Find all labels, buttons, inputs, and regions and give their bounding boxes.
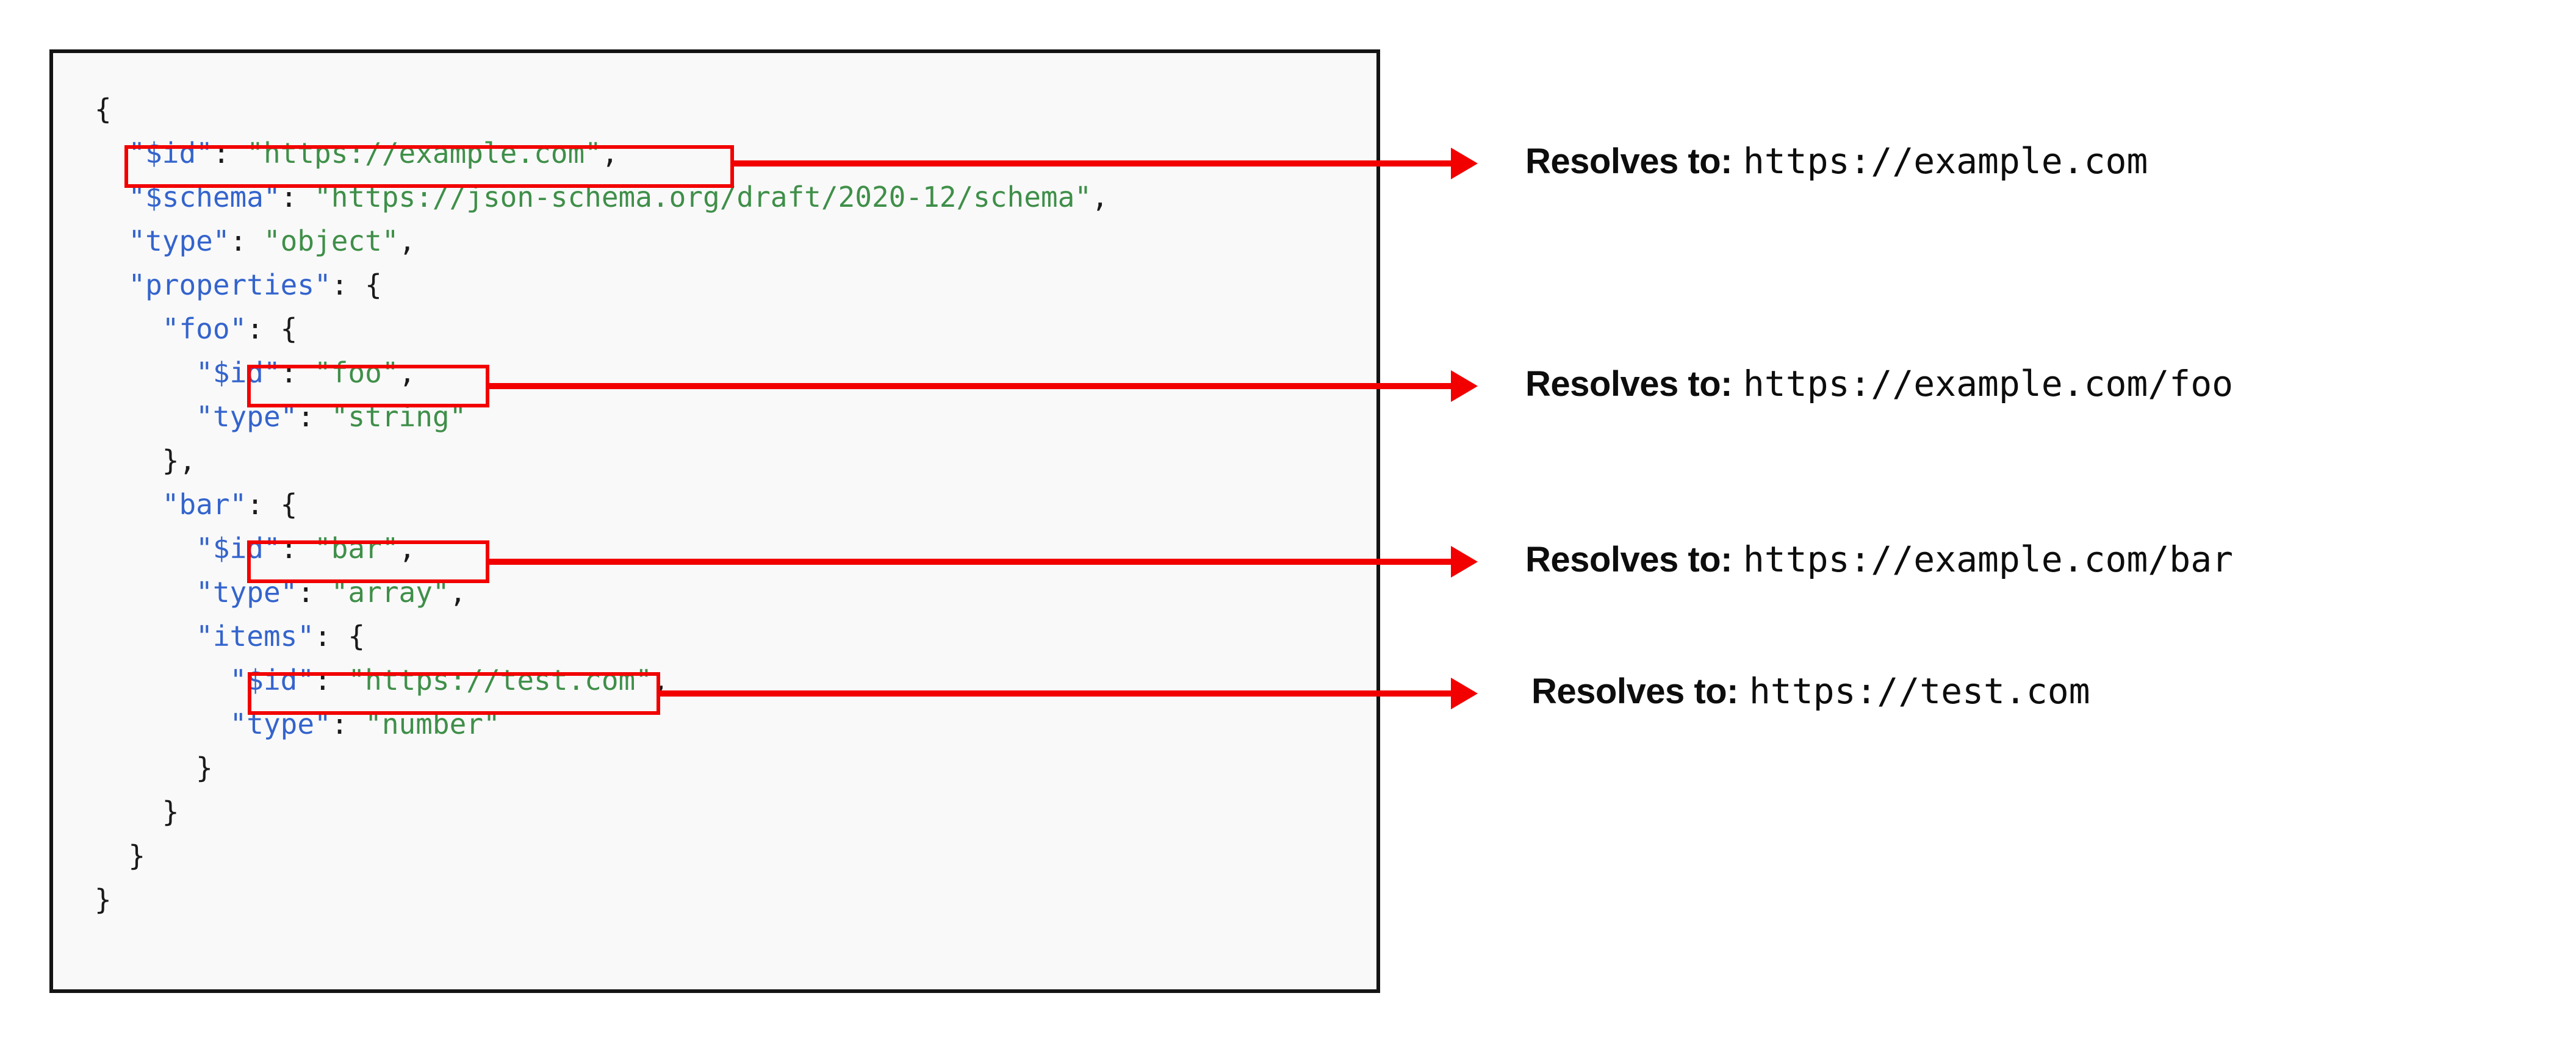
code-token: ,	[601, 137, 619, 170]
code-token: "object"	[263, 224, 399, 257]
code-line: "$id": "bar",	[95, 526, 1109, 570]
code-token: }	[128, 839, 146, 872]
code-token: },	[162, 444, 196, 477]
arrowhead-foo-id	[1451, 370, 1478, 402]
code-line: "type": "object",	[95, 219, 1109, 263]
code-token: "$id"	[196, 532, 281, 565]
code-token: "properties"	[128, 268, 331, 301]
code-line: "type": "string"	[95, 395, 1109, 439]
code-token: : {	[331, 268, 382, 301]
json-code-block: { "$id": "https://example.com", "$schema…	[95, 87, 1109, 922]
arrowhead-bar-id	[1451, 546, 1478, 578]
code-token: "https://example.com"	[246, 137, 602, 170]
code-token: "items"	[196, 620, 315, 653]
resolved-uri-value: https://example.com/bar	[1743, 539, 2234, 580]
code-token: ,	[1091, 181, 1109, 213]
code-token: {	[95, 93, 112, 126]
code-token: "type"	[196, 576, 298, 609]
resolution-row-3: Resolves to: https://example.com/bar	[1525, 539, 2233, 580]
code-token: ,	[449, 576, 467, 609]
resolution-row-1: Resolves to: https://example.com	[1525, 140, 2148, 182]
code-line: "type": "array",	[95, 570, 1109, 614]
code-token: "string"	[331, 400, 467, 433]
code-token: :	[280, 181, 315, 213]
code-line: "properties": {	[95, 263, 1109, 307]
code-line: "$schema": "https://json-schema.org/draf…	[95, 175, 1109, 219]
code-line: "$id": "foo",	[95, 351, 1109, 395]
code-token: "$schema"	[128, 181, 281, 213]
code-token: "type"	[229, 708, 331, 740]
code-token: :	[331, 708, 365, 740]
code-token: "$id"	[128, 137, 213, 170]
code-line: }	[95, 878, 1109, 922]
code-token: }	[162, 795, 179, 828]
resolves-to-label: Resolves to:	[1525, 142, 1732, 181]
connector-bar-id	[489, 559, 1451, 565]
resolution-row-2: Resolves to: https://example.com/foo	[1525, 363, 2233, 404]
connector-foo-id	[489, 383, 1451, 389]
code-line: "type": "number"	[95, 702, 1109, 746]
arrowhead-root-id	[1451, 148, 1478, 179]
code-token: "array"	[331, 576, 450, 609]
code-token: ,	[398, 224, 416, 257]
code-token: "foo"	[162, 312, 247, 345]
code-token: "type"	[128, 224, 230, 257]
code-line: "foo": {	[95, 307, 1109, 351]
code-line: }	[95, 790, 1109, 834]
code-token: ,	[398, 532, 416, 565]
resolves-to-label: Resolves to:	[1525, 540, 1732, 579]
code-token: :	[280, 532, 315, 565]
resolves-to-label: Resolves to:	[1525, 364, 1732, 404]
code-token: :	[297, 576, 331, 609]
connector-root-id	[734, 160, 1451, 167]
code-token: "bar"	[314, 532, 399, 565]
resolution-row-4: Resolves to: https://test.com	[1531, 670, 2090, 712]
code-token: "$id"	[196, 356, 281, 389]
code-line: {	[95, 87, 1109, 131]
code-token: "bar"	[162, 488, 247, 521]
code-token: "$id"	[229, 664, 315, 697]
resolved-uri-value: https://example.com	[1743, 140, 2148, 182]
code-line: },	[95, 439, 1109, 482]
code-token: ,	[398, 356, 416, 389]
code-token: "number"	[365, 708, 500, 740]
code-token: "https://json-schema.org/draft/2020-12/s…	[314, 181, 1092, 213]
code-token: :	[229, 224, 264, 257]
code-line: "items": {	[95, 614, 1109, 658]
code-token: :	[280, 356, 315, 389]
code-token: :	[314, 664, 348, 697]
code-token: "type"	[196, 400, 298, 433]
code-token: : {	[246, 488, 298, 521]
code-line: }	[95, 746, 1109, 790]
code-line: "$id": "https://example.com",	[95, 131, 1109, 175]
code-token: }	[95, 883, 112, 916]
code-token: :	[297, 400, 331, 433]
code-token: : {	[314, 620, 365, 653]
code-token: : {	[246, 312, 298, 345]
code-line: }	[95, 834, 1109, 878]
resolves-to-label: Resolves to:	[1531, 672, 1738, 711]
code-token: }	[196, 751, 213, 784]
code-token: :	[212, 137, 247, 170]
connector-items-id	[660, 690, 1451, 697]
code-token: "https://test.com"	[348, 664, 652, 697]
code-line: "$id": "https://test.com",	[95, 658, 1109, 702]
code-token: "foo"	[314, 356, 399, 389]
resolved-uri-value: https://example.com/foo	[1743, 363, 2234, 404]
code-line: "bar": {	[95, 482, 1109, 526]
arrowhead-items-id	[1451, 678, 1478, 709]
json-code-panel: { "$id": "https://example.com", "$schema…	[49, 49, 1380, 993]
resolved-uri-value: https://test.com	[1749, 670, 2090, 712]
